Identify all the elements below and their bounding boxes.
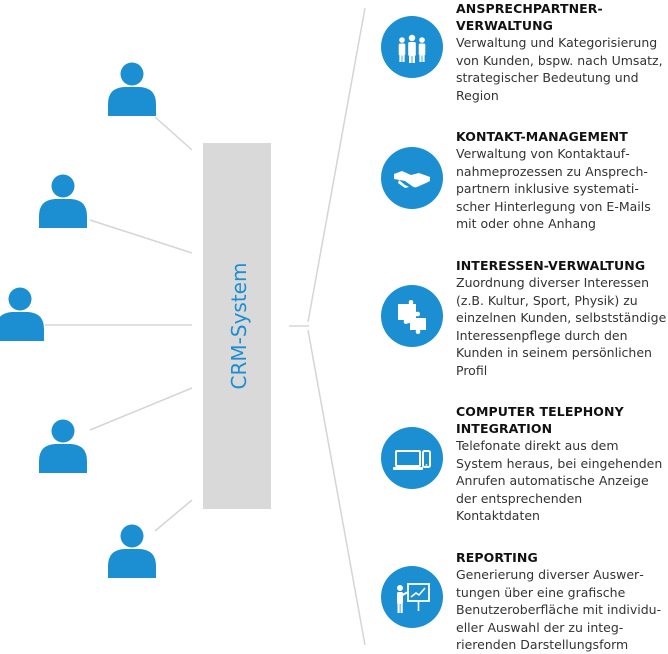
- connector-line: [89, 387, 193, 431]
- feature-description: Telefonate direkt aus dem System heraus,…: [456, 438, 663, 524]
- feature-reporting: REPORTING Generierung diverser Auswer­tu…: [456, 549, 668, 654]
- feature-description: Verwaltung und Katego­ri­sierung von Kun…: [456, 35, 663, 103]
- feature-title: INTERESSEN-VERWALTUNG: [456, 258, 646, 273]
- feature-kontakt-management: KONTAKT-MANAGEMENT Verwaltung von Kontak…: [456, 128, 668, 233]
- feature-ansprechpartner: ANSPRECHPARTNER- VERWALTUNG Verwaltung u…: [456, 0, 668, 104]
- user-icon: [39, 174, 87, 228]
- connector-line: [89, 219, 193, 254]
- crm-system-label: CRM-System: [227, 263, 251, 390]
- feature-title: REPORTING: [456, 550, 538, 565]
- user-icon: [39, 419, 87, 473]
- connector-line: [154, 499, 193, 532]
- handshake-icon: [381, 147, 443, 209]
- laptop-phone-icon: [381, 427, 443, 489]
- connector-lines: [45, 7, 366, 646]
- connector-line: [154, 116, 193, 151]
- feature-description: Generierung diverser Auswer­tungen über …: [456, 567, 662, 653]
- crm-system-box: [203, 143, 271, 509]
- feature-computer-telephony: COMPUTER TELEPHONY INTEGRATION Telefonat…: [456, 403, 668, 525]
- feature-title: COMPUTER TELEPHONY INTEGRATION: [456, 404, 624, 436]
- team-icon: [381, 16, 443, 78]
- feature-title: KONTAKT-MANAGEMENT: [456, 129, 628, 144]
- puzzle-icon: [381, 285, 443, 347]
- bracket-top: [307, 7, 366, 323]
- user-icon: [0, 287, 44, 341]
- bracket-bottom: [307, 329, 366, 646]
- presentation-icon: [381, 566, 443, 628]
- feature-description: Verwaltung von Kontaktauf­nahmeprozessen…: [456, 146, 651, 232]
- user-icon: [108, 62, 156, 116]
- feature-interessen-verwaltung: INTERESSEN-VERWALTUNG Zuordnung diverser…: [456, 257, 668, 380]
- feature-title: ANSPRECHPARTNER- VERWALTUNG: [456, 1, 603, 33]
- feature-description: Zuordnung diverser Interessen (z.B. Kult…: [456, 275, 667, 378]
- user-icon: [108, 524, 156, 578]
